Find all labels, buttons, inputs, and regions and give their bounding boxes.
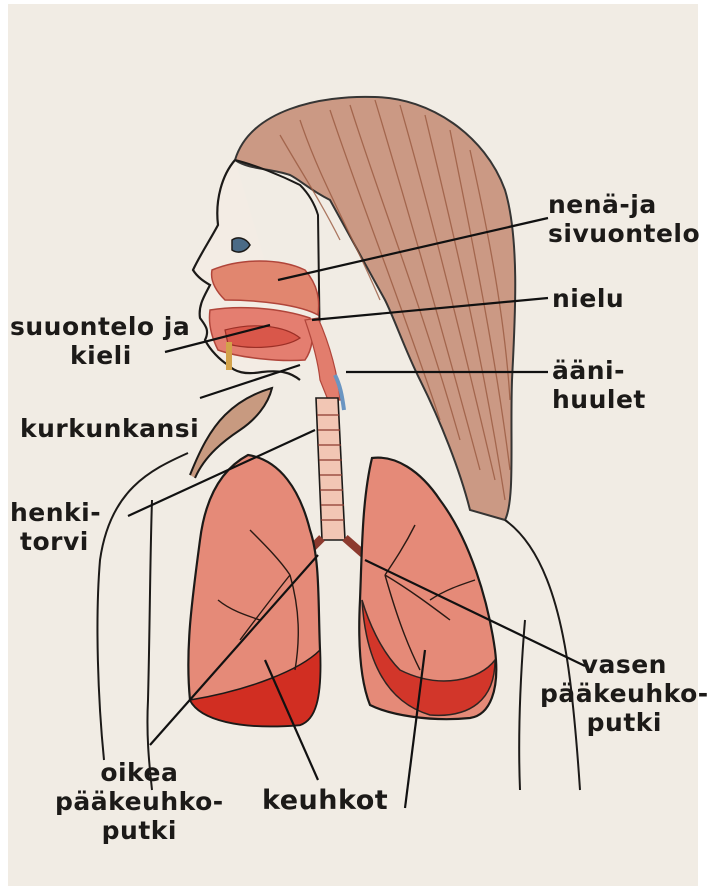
label-line: putki: [540, 708, 707, 737]
label-line: kieli: [10, 341, 190, 370]
label-line: ääni-: [552, 356, 646, 385]
label-nielu: nielu: [552, 284, 624, 313]
label-line: nielu: [552, 284, 624, 313]
label-line: sivuontelo: [548, 219, 700, 248]
label-henki-torvi: henki- torvi: [10, 498, 101, 556]
label-line: pääkeuhko-: [55, 787, 224, 816]
chin-mark: [226, 342, 232, 370]
label-suuontelo-ja-kieli: suuontelo ja kieli: [10, 312, 190, 370]
label-line: torvi: [10, 527, 101, 556]
label-line: vasen: [540, 650, 707, 679]
label-line: huulet: [552, 385, 646, 414]
label-line: putki: [55, 816, 224, 845]
label-line: pääkeuhko-: [540, 679, 707, 708]
label-keuhkot: keuhkot: [262, 786, 388, 815]
label-nena-ja-sivuontelo: nenä-ja sivuontelo: [548, 190, 700, 248]
label-vasen-paakeuhkoputki: vasen pääkeuhko- putki: [540, 650, 707, 737]
label-kurkunkansi: kurkunkansi: [20, 414, 199, 443]
label-line: henki-: [10, 498, 101, 527]
label-line: kurkunkansi: [20, 414, 199, 443]
label-line: suuontelo ja: [10, 312, 190, 341]
label-line: nenä-ja: [548, 190, 700, 219]
label-line: oikea: [55, 758, 224, 787]
label-aani-huulet: ääni- huulet: [552, 356, 646, 414]
label-line: keuhkot: [262, 786, 388, 815]
label-oikea-paakeuhkoputki: oikea pääkeuhko- putki: [55, 758, 224, 845]
